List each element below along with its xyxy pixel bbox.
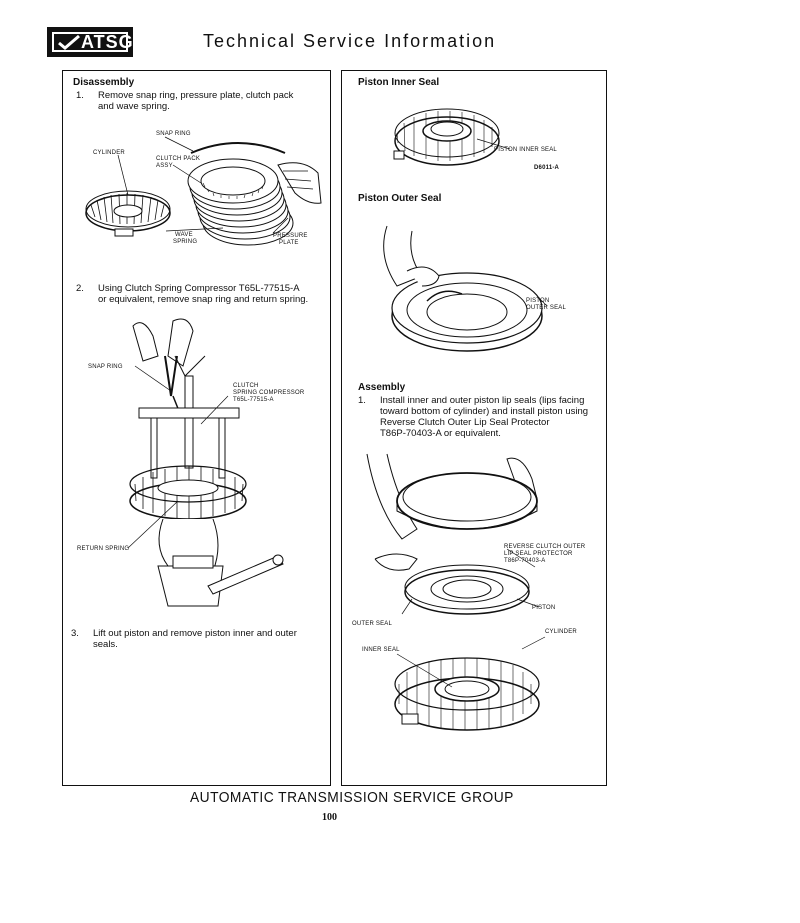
fig5-label-cylinder: CYLINDER xyxy=(545,629,577,635)
step-text-line-2: toward bottom of cylinder) and install p… xyxy=(380,406,589,417)
disassembly-step-1: 1. Remove snap ring, pressure plate, clu… xyxy=(76,90,326,114)
step-text-line-1: Remove snap ring, pressure plate, clutch… xyxy=(98,90,294,101)
step-text-line-2: or equivalent, remove snap ring and retu… xyxy=(98,294,309,305)
disassembly-heading: Disassembly xyxy=(73,77,135,88)
clutch-pack-figure xyxy=(85,136,322,246)
fig1-label-pressure: PRESSURE xyxy=(273,233,308,239)
step-number: 1. xyxy=(76,90,84,101)
step-number: 3. xyxy=(71,628,79,639)
fig1-label-clutch-pack-assy: ASSY xyxy=(156,163,173,169)
step-number: 1. xyxy=(358,395,366,406)
right-panel: Piston Inner Seal PISTON INNER SEAL D601… xyxy=(341,70,607,786)
fig1-label-cylinder: CYLINDER xyxy=(93,150,125,156)
step-text-line-1: Using Clutch Spring Compressor T65L-7751… xyxy=(98,283,300,294)
fig2-label-spring-compressor: SPRING COMPRESSOR xyxy=(233,390,305,396)
atsg-logo: ATSG xyxy=(47,27,133,57)
page-number: 100 xyxy=(322,812,337,823)
fig2-label-snap-ring: SNAP RING xyxy=(88,364,123,370)
fig2-label-clutch: CLUTCH xyxy=(233,383,259,389)
step-text-line-1: Install inner and outer piston lip seals… xyxy=(380,395,585,406)
fig1-label-wave: WAVE xyxy=(175,232,193,238)
step-text-line-3: Reverse Clutch Outer Lip Seal Protector xyxy=(380,417,550,428)
step-text-line-4: T86P-70403-A or equivalent. xyxy=(380,428,501,439)
spring-compressor-figure xyxy=(127,318,284,607)
fig1-label-clutch-pack: CLUTCH PACK xyxy=(156,156,201,162)
piston-inner-seal-figure xyxy=(393,108,511,166)
step-text-line-2: seals. xyxy=(93,639,118,650)
disassembly-step-3: 3. Lift out piston and remove piston inn… xyxy=(71,628,326,652)
fig1-label-snap-ring: SNAP RING xyxy=(156,131,191,137)
left-panel: Disassembly 1. Remove snap ring, pressur… xyxy=(62,70,331,786)
fig1-label-pressure-plate: PLATE xyxy=(279,240,299,246)
assembly-figure xyxy=(366,453,546,731)
fig4-label-outer-seal: OUTER SEAL xyxy=(526,305,567,311)
fig5-label-piston: PISTON xyxy=(532,605,556,611)
page-title: Technical Service Information xyxy=(203,31,497,51)
checkmark-icon xyxy=(58,34,80,50)
disassembly-step-2: 2. Using Clutch Spring Compressor T65L-7… xyxy=(76,283,331,307)
piston-outer-seal-heading: Piston Outer Seal xyxy=(358,193,442,204)
fig2-label-tool-number: T65L-77515-A xyxy=(233,397,274,403)
assembly-heading: Assembly xyxy=(358,382,406,393)
fig5-label-outer-seal: OUTER SEAL xyxy=(352,621,393,627)
piston-inner-seal-heading: Piston Inner Seal xyxy=(358,77,440,88)
footer-group-name: AUTOMATIC TRANSMISSION SERVICE GROUP xyxy=(190,789,514,806)
step-text-line-2: and wave spring. xyxy=(98,101,170,112)
assembly-step-1: 1. Install inner and outer piston lip se… xyxy=(358,395,606,443)
piston-outer-seal-figure xyxy=(383,225,548,352)
step-number: 2. xyxy=(76,283,84,294)
step-text-line-1: Lift out piston and remove piston inner … xyxy=(93,628,297,639)
fig3-label-code: D6011-A xyxy=(534,165,560,171)
logo-text: ATSG xyxy=(81,32,134,52)
fig5-label-protector-2: LIP SEAL PROTECTOR xyxy=(504,551,573,557)
fig3-label-inner-seal: PISTON INNER SEAL xyxy=(494,147,557,153)
fig4-label-piston: PISTON xyxy=(526,298,550,304)
fig5-label-protector-1: REVERSE CLUTCH OUTER xyxy=(504,544,586,550)
fig1-label-wave-spring: SPRING xyxy=(173,239,198,245)
fig5-label-inner-seal: INNER SEAL xyxy=(362,647,400,653)
fig2-label-return-spring: RETURN SPRING xyxy=(77,546,130,552)
fig5-label-protector-3: T86P-70403-A xyxy=(504,558,546,564)
